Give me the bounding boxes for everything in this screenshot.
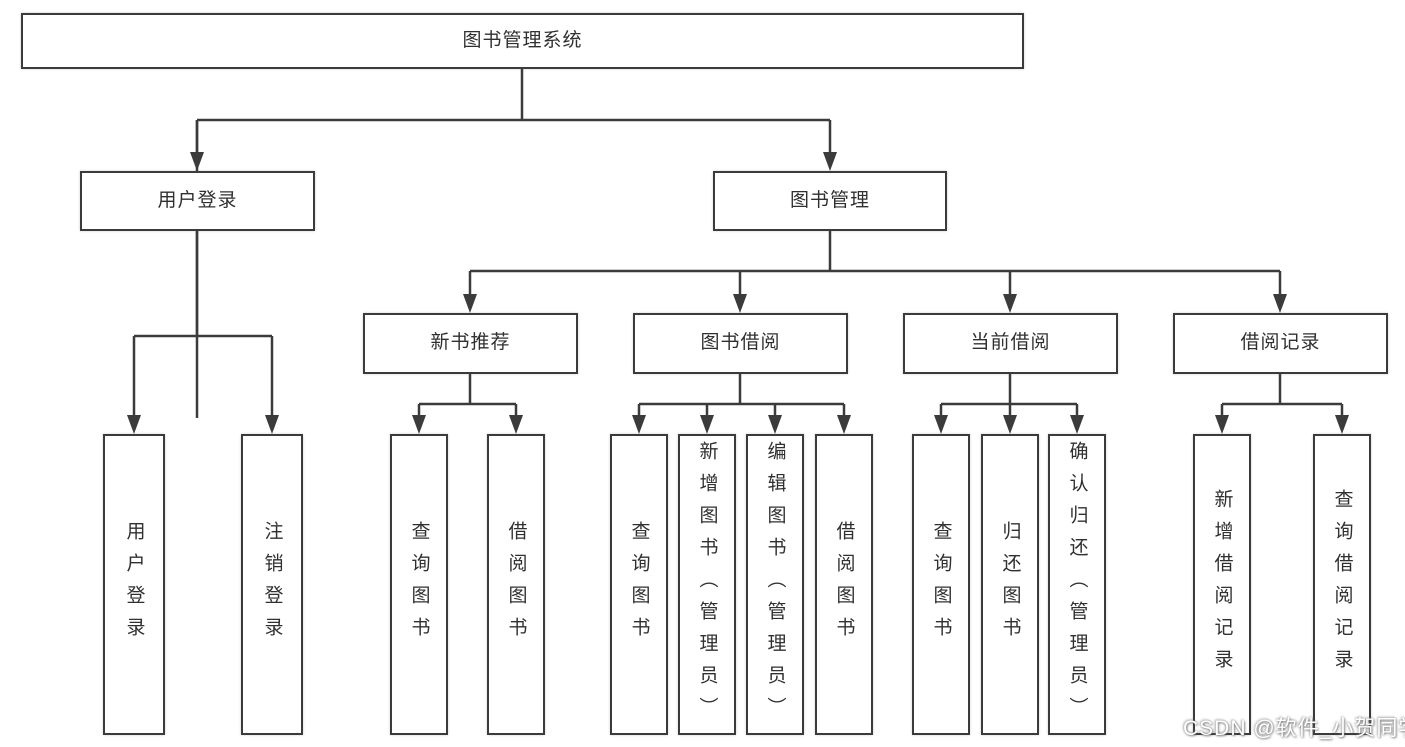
- leaf-confirm-return-admin: 确认归还（管理员）: [1048, 434, 1106, 735]
- connector-borrow-records: [1220, 374, 1344, 418]
- node-book-borrow: 图书借阅: [633, 313, 848, 374]
- connector-user-login: [132, 231, 274, 418]
- node-new-book-recommend: 新书推荐: [363, 313, 578, 374]
- leaf-query-books-3: 查询图书: [912, 434, 970, 735]
- leaf-add-books-admin: 新增图书（管理员）: [678, 434, 736, 735]
- leaf-edit-books-admin: 编辑图书（管理员）: [746, 434, 804, 735]
- leaf-user-login: 用户登录: [103, 434, 165, 735]
- leaf-query-books-2: 查询图书: [610, 434, 668, 735]
- leaf-logout: 注销登录: [241, 434, 303, 735]
- leaf-query-borrow-record: 查询借阅记录: [1313, 434, 1371, 735]
- watermark: CSDN @软件_小贺同学: [1183, 717, 1405, 740]
- node-user-login: 用户登录: [80, 171, 315, 231]
- connector-current-borrow: [939, 374, 1079, 418]
- node-borrow-records: 借阅记录: [1173, 313, 1388, 374]
- arrowheads: [127, 152, 1349, 434]
- node-root: 图书管理系统: [21, 13, 1024, 69]
- node-book-management: 图书管理: [713, 171, 947, 231]
- leaf-return-books: 归还图书: [981, 434, 1039, 735]
- connector-root: [195, 69, 832, 418]
- connector-new-book: [417, 374, 518, 418]
- leaf-borrow-books-1: 借阅图书: [487, 434, 545, 735]
- leaf-borrow-books-2: 借阅图书: [815, 434, 873, 735]
- connector-book-borrow: [637, 374, 846, 418]
- leaf-add-borrow-record: 新增借阅记录: [1193, 434, 1251, 735]
- leaf-query-books-1: 查询图书: [390, 434, 448, 735]
- connector-book-management: [468, 231, 1282, 298]
- node-current-borrow: 当前借阅: [903, 313, 1118, 374]
